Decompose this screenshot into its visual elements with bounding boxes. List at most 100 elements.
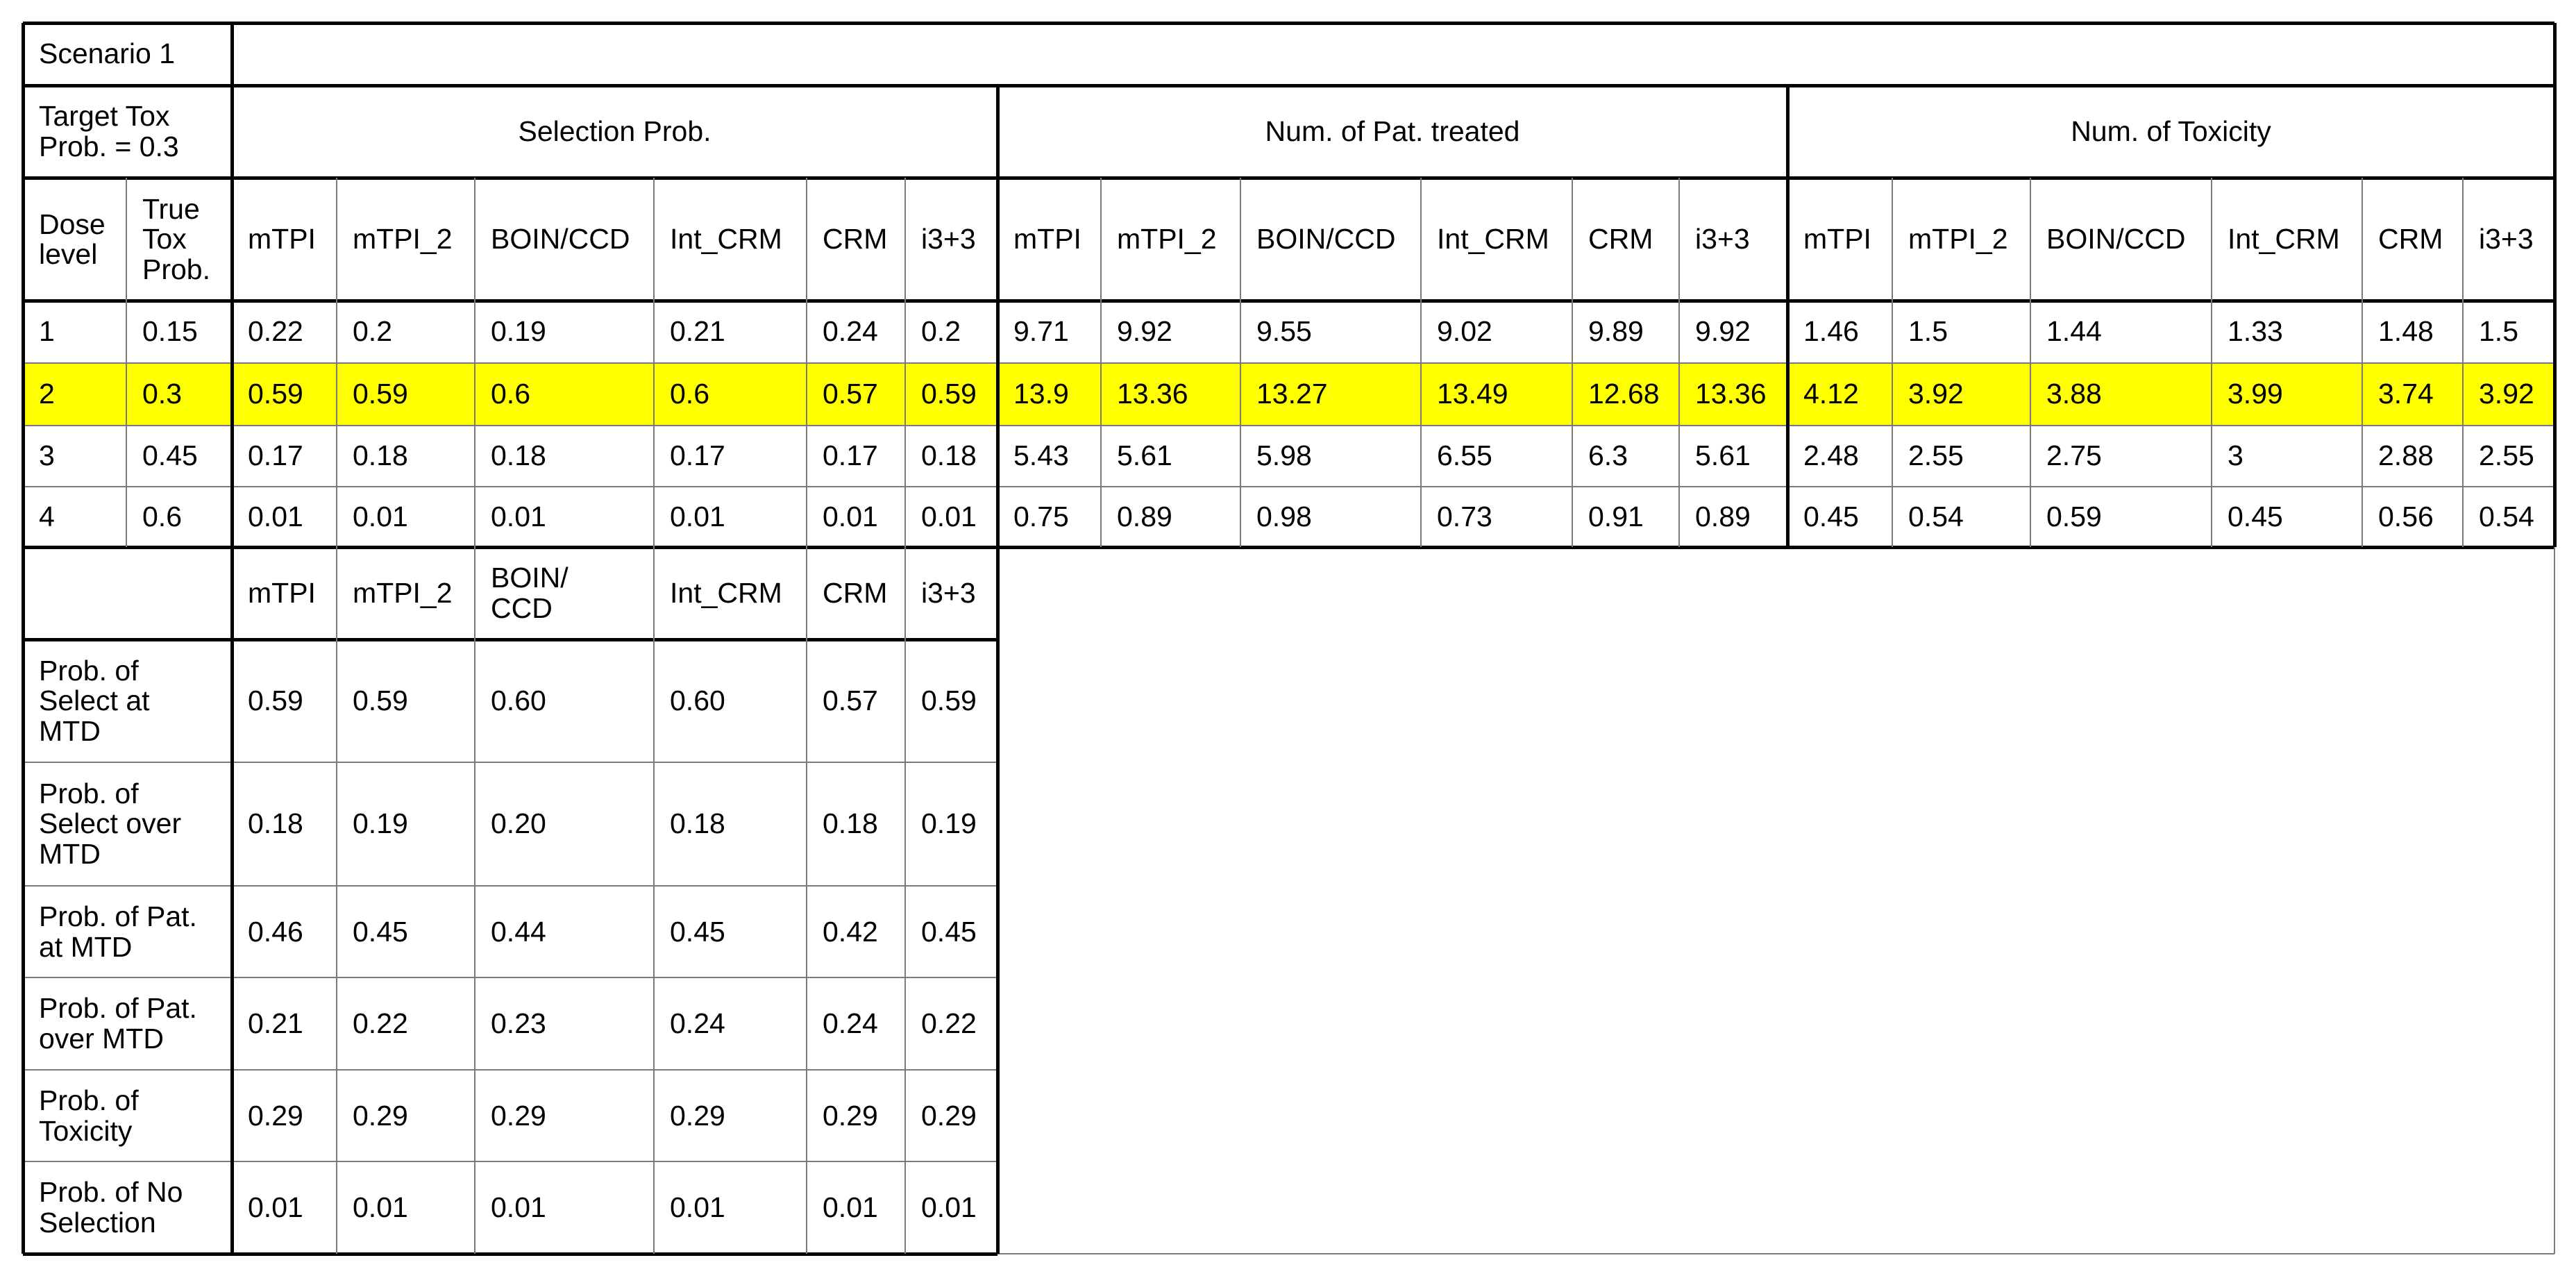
summary-row-label: Prob. of Pat. over MTD <box>39 992 197 1055</box>
summary-value-cell: 0.24 <box>670 1007 725 1039</box>
selection-value-cell: 0.59 <box>921 378 977 410</box>
toxicity-value-cell: 1.33 <box>2228 315 2283 348</box>
summary-method-header: i3+3 <box>921 576 976 609</box>
dose-level-cell: 4 <box>39 501 55 533</box>
patients-value-cell: 0.75 <box>1013 501 1069 533</box>
selection-value-cell: 0.01 <box>921 501 977 533</box>
summary-row-label: Prob. of Pat. at MTD <box>39 900 197 963</box>
patients-value-cell: 9.92 <box>1117 315 1172 348</box>
table-rule <box>904 178 906 1254</box>
true-tox-cell: 0.45 <box>142 439 198 472</box>
toxicity-value-cell: 0.45 <box>1803 501 1859 533</box>
method-header: BOIN/CCD <box>2046 223 2186 255</box>
table-rule <box>2554 547 2555 1254</box>
summary-value-cell: 0.18 <box>248 807 303 840</box>
table-rule <box>23 1161 997 1162</box>
method-header: mTPI <box>248 223 316 255</box>
summary-row-label: Prob. of Select at MTD <box>39 655 150 747</box>
summary-value-cell: 0.45 <box>921 915 977 948</box>
summary-value-cell: 0.46 <box>248 915 303 948</box>
table-rule <box>23 176 2554 180</box>
highlight-row-dose-2 <box>23 363 2554 426</box>
patients-value-cell: 0.73 <box>1437 501 1492 533</box>
table-rule <box>1892 178 1893 547</box>
table-rule <box>1678 178 1680 547</box>
selection-value-cell: 0.2 <box>921 315 961 348</box>
method-header: CRM <box>1588 223 1653 255</box>
selection-value-cell: 0.17 <box>823 439 878 472</box>
toxicity-value-cell: 2.88 <box>2378 439 2434 472</box>
summary-value-cell: 0.19 <box>921 807 977 840</box>
summary-value-cell: 0.59 <box>248 685 303 717</box>
summary-value-cell: 0.60 <box>491 685 546 717</box>
summary-value-cell: 0.29 <box>248 1099 303 1132</box>
summary-value-cell: 0.57 <box>823 685 878 717</box>
dose-level-cell: 1 <box>39 315 55 348</box>
summary-value-cell: 0.21 <box>248 1007 303 1039</box>
selection-value-cell: 0.01 <box>823 501 878 533</box>
selection-value-cell: 0.01 <box>491 501 546 533</box>
table-rule <box>23 885 997 887</box>
table-rule <box>23 1252 997 1256</box>
patients-value-cell: 5.61 <box>1117 439 1172 472</box>
toxicity-value-cell: 1.5 <box>2479 315 2518 348</box>
table-rule <box>23 638 997 641</box>
selection-value-cell: 0.19 <box>491 315 546 348</box>
summary-value-cell: 0.01 <box>248 1191 303 1223</box>
summary-value-cell: 0.29 <box>353 1099 408 1132</box>
selection-value-cell: 0.6 <box>670 378 709 410</box>
summary-row-label: Prob. of Select over MTD <box>39 778 182 870</box>
patients-value-cell: 13.9 <box>1013 378 1069 410</box>
table-rule <box>1572 178 1573 547</box>
method-header: BOIN/CCD <box>1256 223 1396 255</box>
patients-value-cell: 0.91 <box>1588 501 1644 533</box>
toxicity-value-cell: 3.92 <box>2479 378 2534 410</box>
patients-value-cell: 0.89 <box>1117 501 1172 533</box>
method-header: CRM <box>2378 223 2443 255</box>
selection-value-cell: 0.01 <box>248 501 303 533</box>
summary-value-cell: 0.18 <box>670 807 725 840</box>
selection-value-cell: 0.24 <box>823 315 878 348</box>
patients-value-cell: 5.98 <box>1256 439 1312 472</box>
method-header: i3+3 <box>1695 223 1750 255</box>
toxicity-value-cell: 2.75 <box>2046 439 2102 472</box>
method-header: Int_CRM <box>670 223 782 255</box>
summary-method-header: CRM <box>823 576 888 609</box>
table-rule <box>1100 178 1102 547</box>
summary-value-cell: 0.22 <box>353 1007 408 1039</box>
summary-value-cell: 0.59 <box>353 685 408 717</box>
method-header: CRM <box>823 223 888 255</box>
table-rule <box>2211 178 2212 547</box>
toxicity-value-cell: 1.5 <box>1908 315 1948 348</box>
table-rule <box>996 85 1000 1254</box>
summary-value-cell: 0.29 <box>670 1099 725 1132</box>
selection-value-cell: 0.17 <box>248 439 303 472</box>
table-rule <box>997 1253 2554 1254</box>
true-tox-header: True Tox Prob. <box>142 193 210 285</box>
patients-value-cell: 5.43 <box>1013 439 1069 472</box>
summary-value-cell: 0.01 <box>670 1191 725 1223</box>
summary-method-header: BOIN/ CCD <box>491 562 569 624</box>
method-header: BOIN/CCD <box>491 223 630 255</box>
summary-value-cell: 0.45 <box>353 915 408 948</box>
table-rule <box>806 178 807 1254</box>
summary-method-header: Int_CRM <box>670 576 782 609</box>
toxicity-value-cell: 2.55 <box>1908 439 1964 472</box>
selection-value-cell: 0.18 <box>353 439 408 472</box>
summary-value-cell: 0.44 <box>491 915 546 948</box>
table-rule <box>23 546 2554 549</box>
patients-value-cell: 9.71 <box>1013 315 1069 348</box>
toxicity-value-cell: 0.54 <box>2479 501 2534 533</box>
toxicity-value-cell: 1.46 <box>1803 315 1859 348</box>
patients-value-cell: 9.55 <box>1256 315 1312 348</box>
dose-level-cell: 3 <box>39 439 55 472</box>
group-header-patients: Num. of Pat. treated <box>1265 115 1520 147</box>
method-header: mTPI_2 <box>353 223 453 255</box>
table-rule <box>230 23 234 1254</box>
table-rule <box>1786 85 1790 547</box>
method-header: Int_CRM <box>1437 223 1549 255</box>
patients-value-cell: 9.89 <box>1588 315 1644 348</box>
table-rule <box>2030 178 2031 547</box>
summary-value-cell: 0.29 <box>491 1099 546 1132</box>
